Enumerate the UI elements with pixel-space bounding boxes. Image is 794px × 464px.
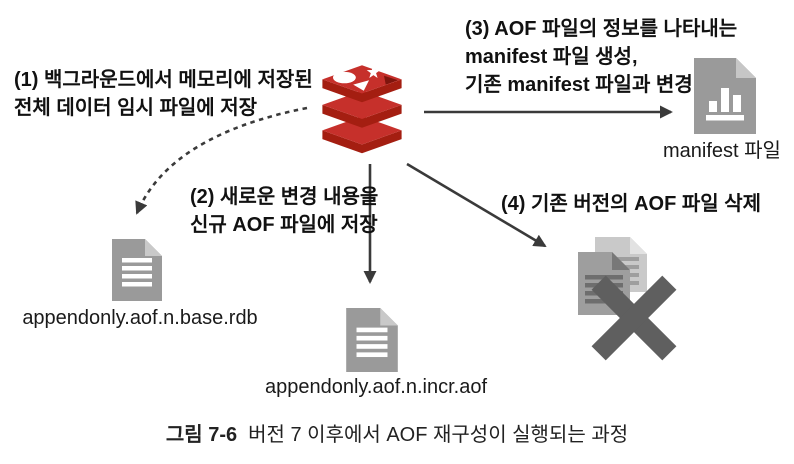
figure-caption-number: 그림 7-6 [165,424,238,446]
manifest-file-label: manifest 파일 [663,140,781,162]
figure-caption-text: 버전 7 이후에서 AOF 재구성이 실행되는 과정 [248,424,629,446]
annotation-step3: (3) AOF 파일의 정보를 나타내는 manifest 파일 생성, 기존 … [465,15,737,99]
document-icon [346,308,398,372]
redis-triangle-shape [353,80,370,91]
figure-caption: 그림 7-6 버전 7 이후에서 AOF 재구성이 실행되는 과정 [0,422,794,448]
base-rdb-file-label: appendonly.aof.n.base.rdb [22,307,258,329]
x-mark [591,275,677,361]
redis-star-shape [366,65,381,78]
bar-chart-document-icon [694,58,756,134]
annotation-step3-line2: manifest 파일 생성, [465,46,638,68]
annotation-step1: (1) 백그라운드에서 메모리에 저장된 전체 데이터 임시 파일에 저장 [14,66,313,122]
annotation-step4: (4) 기존 버전의 AOF 파일 삭제 [501,190,761,218]
incr-aof-file-label: appendonly.aof.n.incr.aof [264,376,488,398]
redis-dark-triangle-shape [384,75,399,85]
annotation-step2: (2) 새로운 변경 내용을 신규 AOF 파일에 저장 [190,183,378,239]
annotation-step3-line3: 기존 manifest 파일과 변경 [465,74,693,96]
annotation-step1-line2: 전체 데이터 임시 파일에 저장 [14,97,258,119]
annotation-step4-line1: (4) 기존 버전의 AOF 파일 삭제 [501,193,762,215]
deleted-files-x-icon [578,237,677,361]
annotation-step2-line2: 신규 AOF 파일에 저장 [190,214,378,236]
annotation-step3-line1: (3) AOF 파일의 정보를 나타내는 [465,18,738,40]
annotation-step2-line1: (2) 새로운 변경 내용을 [190,186,379,208]
redis-ellipse-shape [332,71,356,84]
redis-logo [322,65,402,154]
document-icon [112,239,162,301]
annotation-step1-line1: (1) 백그라운드에서 메모리에 저장된 [14,69,313,91]
